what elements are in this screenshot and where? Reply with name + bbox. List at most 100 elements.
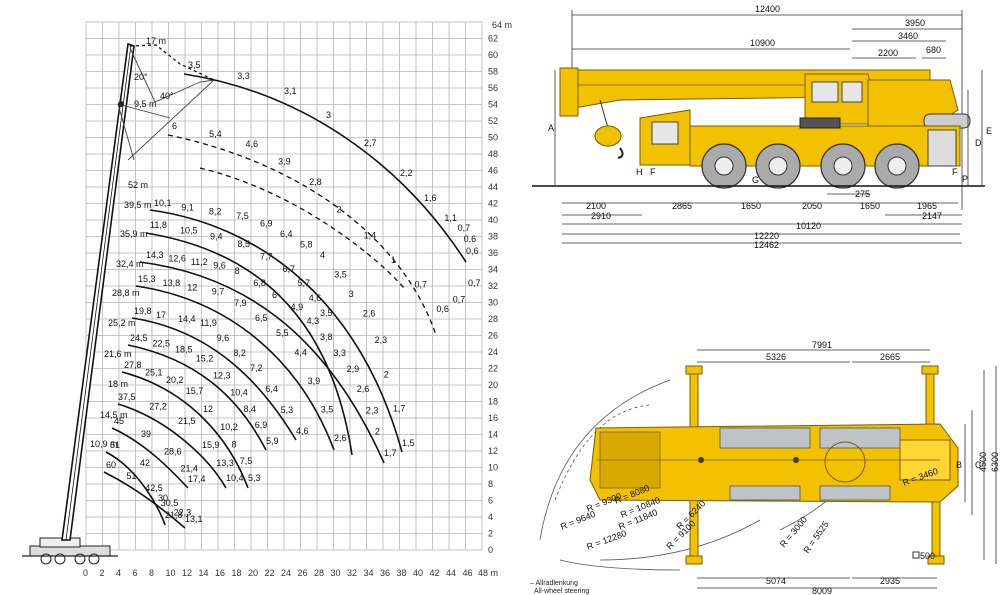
y-tick-label: 4 bbox=[488, 512, 493, 522]
y-axis-ticks: 0246810121416182022242628303234363840424… bbox=[488, 34, 498, 556]
load-curve-top bbox=[183, 73, 467, 263]
curve-value-label: 6,9 bbox=[255, 420, 268, 430]
x-tick-label: 36 bbox=[380, 568, 390, 578]
curve-value-label: 7,9 bbox=[234, 298, 247, 308]
load-curve bbox=[139, 261, 385, 464]
y-tick-label: 56 bbox=[488, 83, 498, 93]
curve-value-label: 8,4 bbox=[244, 404, 257, 414]
y-tick-label: 54 bbox=[488, 100, 498, 110]
curve-value-label: 3,9 bbox=[308, 376, 321, 386]
jib-length-label: 9,5 m bbox=[134, 99, 157, 109]
curve-value-label: 3,3 bbox=[333, 348, 346, 358]
chart-grid bbox=[85, 21, 483, 551]
y-tick-label: 22 bbox=[488, 364, 498, 374]
dim-label: 4500 bbox=[978, 452, 988, 472]
curve-value-label: 4,3 bbox=[307, 316, 320, 326]
curve-value-label: 4,6 bbox=[309, 293, 322, 303]
curve-value-label: 4 bbox=[320, 250, 325, 260]
curve-value-label: 11,9 bbox=[200, 318, 217, 328]
curve-value-label: 6,7 bbox=[283, 264, 296, 274]
dim-label: 1650 bbox=[741, 201, 761, 211]
curve-value-label: 9,6 bbox=[213, 260, 226, 270]
load-curve-dashed bbox=[199, 167, 405, 289]
curve-value-label: 13,1 bbox=[185, 514, 203, 524]
curve-value-label: 0,7 bbox=[415, 279, 428, 289]
y-tick-label: 12 bbox=[488, 446, 498, 456]
marker-letter: G bbox=[752, 175, 759, 185]
y-tick-label: 36 bbox=[488, 248, 498, 258]
x-tick-label: 30 bbox=[331, 568, 341, 578]
curve-value-label: 3,5 bbox=[320, 308, 333, 318]
crane-side-view: 12400 3950 3460 10900 2200 680 bbox=[532, 4, 992, 250]
curve-value-label: 6,8 bbox=[253, 278, 266, 288]
x-tick-label: 46 bbox=[463, 568, 473, 578]
boom-length-label: 14,5 m bbox=[100, 410, 128, 420]
curve-value-label: 13,3 bbox=[216, 458, 234, 468]
curve-value-label: 3,1 bbox=[284, 86, 297, 96]
x-tick-label: 8 bbox=[149, 568, 154, 578]
curve-value-label: 11,2 bbox=[191, 257, 208, 267]
y-tick-label: 44 bbox=[488, 182, 498, 192]
x-tick-label: 38 bbox=[397, 568, 407, 578]
y-tick-label: 26 bbox=[488, 331, 498, 341]
jib-angle-label: 40° bbox=[160, 91, 174, 101]
curve-value-label: 11,8 bbox=[150, 220, 167, 230]
marker-letter: H bbox=[636, 167, 643, 177]
radius-label: R = 12280 bbox=[585, 528, 628, 552]
y-tick-label: 18 bbox=[488, 397, 498, 407]
load-curve bbox=[105, 451, 166, 526]
curve-value-label: 22,3 bbox=[174, 507, 192, 517]
curve-value-label: 39 bbox=[141, 429, 151, 439]
curve-value-label: 8,2 bbox=[209, 207, 222, 217]
curve-value-label: 2 bbox=[384, 369, 389, 379]
y-tick-label: 58 bbox=[488, 67, 498, 77]
curve-value-label: 21,8 bbox=[165, 510, 183, 520]
y-tick-label: 48 bbox=[488, 149, 498, 159]
load-chart: 0246810121416182022242628303234363840424… bbox=[22, 20, 512, 578]
x-tick-label: 16 bbox=[215, 568, 225, 578]
curve-value-label: 0,6 bbox=[466, 246, 479, 256]
curve-value-label: 18,5 bbox=[175, 344, 193, 354]
curve-value-label: 17 bbox=[156, 310, 166, 320]
curve-value-label: 2,6 bbox=[334, 433, 347, 443]
curve-value-label: 12 bbox=[203, 404, 213, 414]
dim-label: 3950 bbox=[905, 18, 925, 28]
dim-label: 3460 bbox=[898, 31, 918, 41]
curve-value-label: 7,5 bbox=[240, 456, 253, 466]
boom-length-label: 39,5 m bbox=[124, 200, 152, 210]
curve-value-label: 5,9 bbox=[266, 436, 279, 446]
boom-length-label: 25,2 m bbox=[108, 318, 136, 328]
curve-value-label: 6,9 bbox=[260, 218, 273, 228]
curve-value-label: 30,5 bbox=[161, 498, 179, 508]
y-tick-label: 2 bbox=[488, 529, 493, 539]
y-tick-label: 20 bbox=[488, 380, 498, 390]
curve-value-label: 1,6 bbox=[424, 193, 437, 203]
curve-value-label: 12,6 bbox=[168, 253, 186, 263]
y-tick-label: 8 bbox=[488, 479, 493, 489]
x-tick-label: 26 bbox=[298, 568, 308, 578]
load-curve bbox=[117, 403, 227, 489]
dim-label: 2910 bbox=[591, 211, 611, 221]
dim-label: 2935 bbox=[880, 576, 900, 586]
boom-length-label: 10,9 m bbox=[90, 439, 118, 449]
x-tick-label: 34 bbox=[364, 568, 374, 578]
dim-label: 6300 bbox=[990, 452, 1000, 472]
curve-value-label: 14,3 bbox=[146, 250, 164, 260]
y-tick-label: 34 bbox=[488, 265, 498, 275]
curve-value-label: 1,1 bbox=[444, 213, 457, 223]
curve-value-label: 9,7 bbox=[212, 287, 225, 297]
jib-length-label: 17 m bbox=[146, 36, 166, 46]
curve-value-label: 8,5 bbox=[238, 239, 251, 249]
dim-label: 2100 bbox=[586, 201, 606, 211]
curve-value-label: 20,2 bbox=[166, 375, 184, 385]
x-tick-label: 40 bbox=[413, 568, 423, 578]
x-tick-label: 14 bbox=[199, 568, 209, 578]
load-curve bbox=[111, 427, 189, 489]
curve-value-label: 2 bbox=[375, 427, 380, 437]
curve-value-label: 10,5 bbox=[180, 226, 198, 236]
curve-value-label: 8 bbox=[232, 439, 237, 449]
curve-value-label: 2,9 bbox=[347, 364, 360, 374]
top-curve-labels: 3,53,33,132,72,21,61,10,70,60,6 bbox=[188, 60, 479, 256]
curve-value-label: 13,8 bbox=[163, 278, 181, 288]
